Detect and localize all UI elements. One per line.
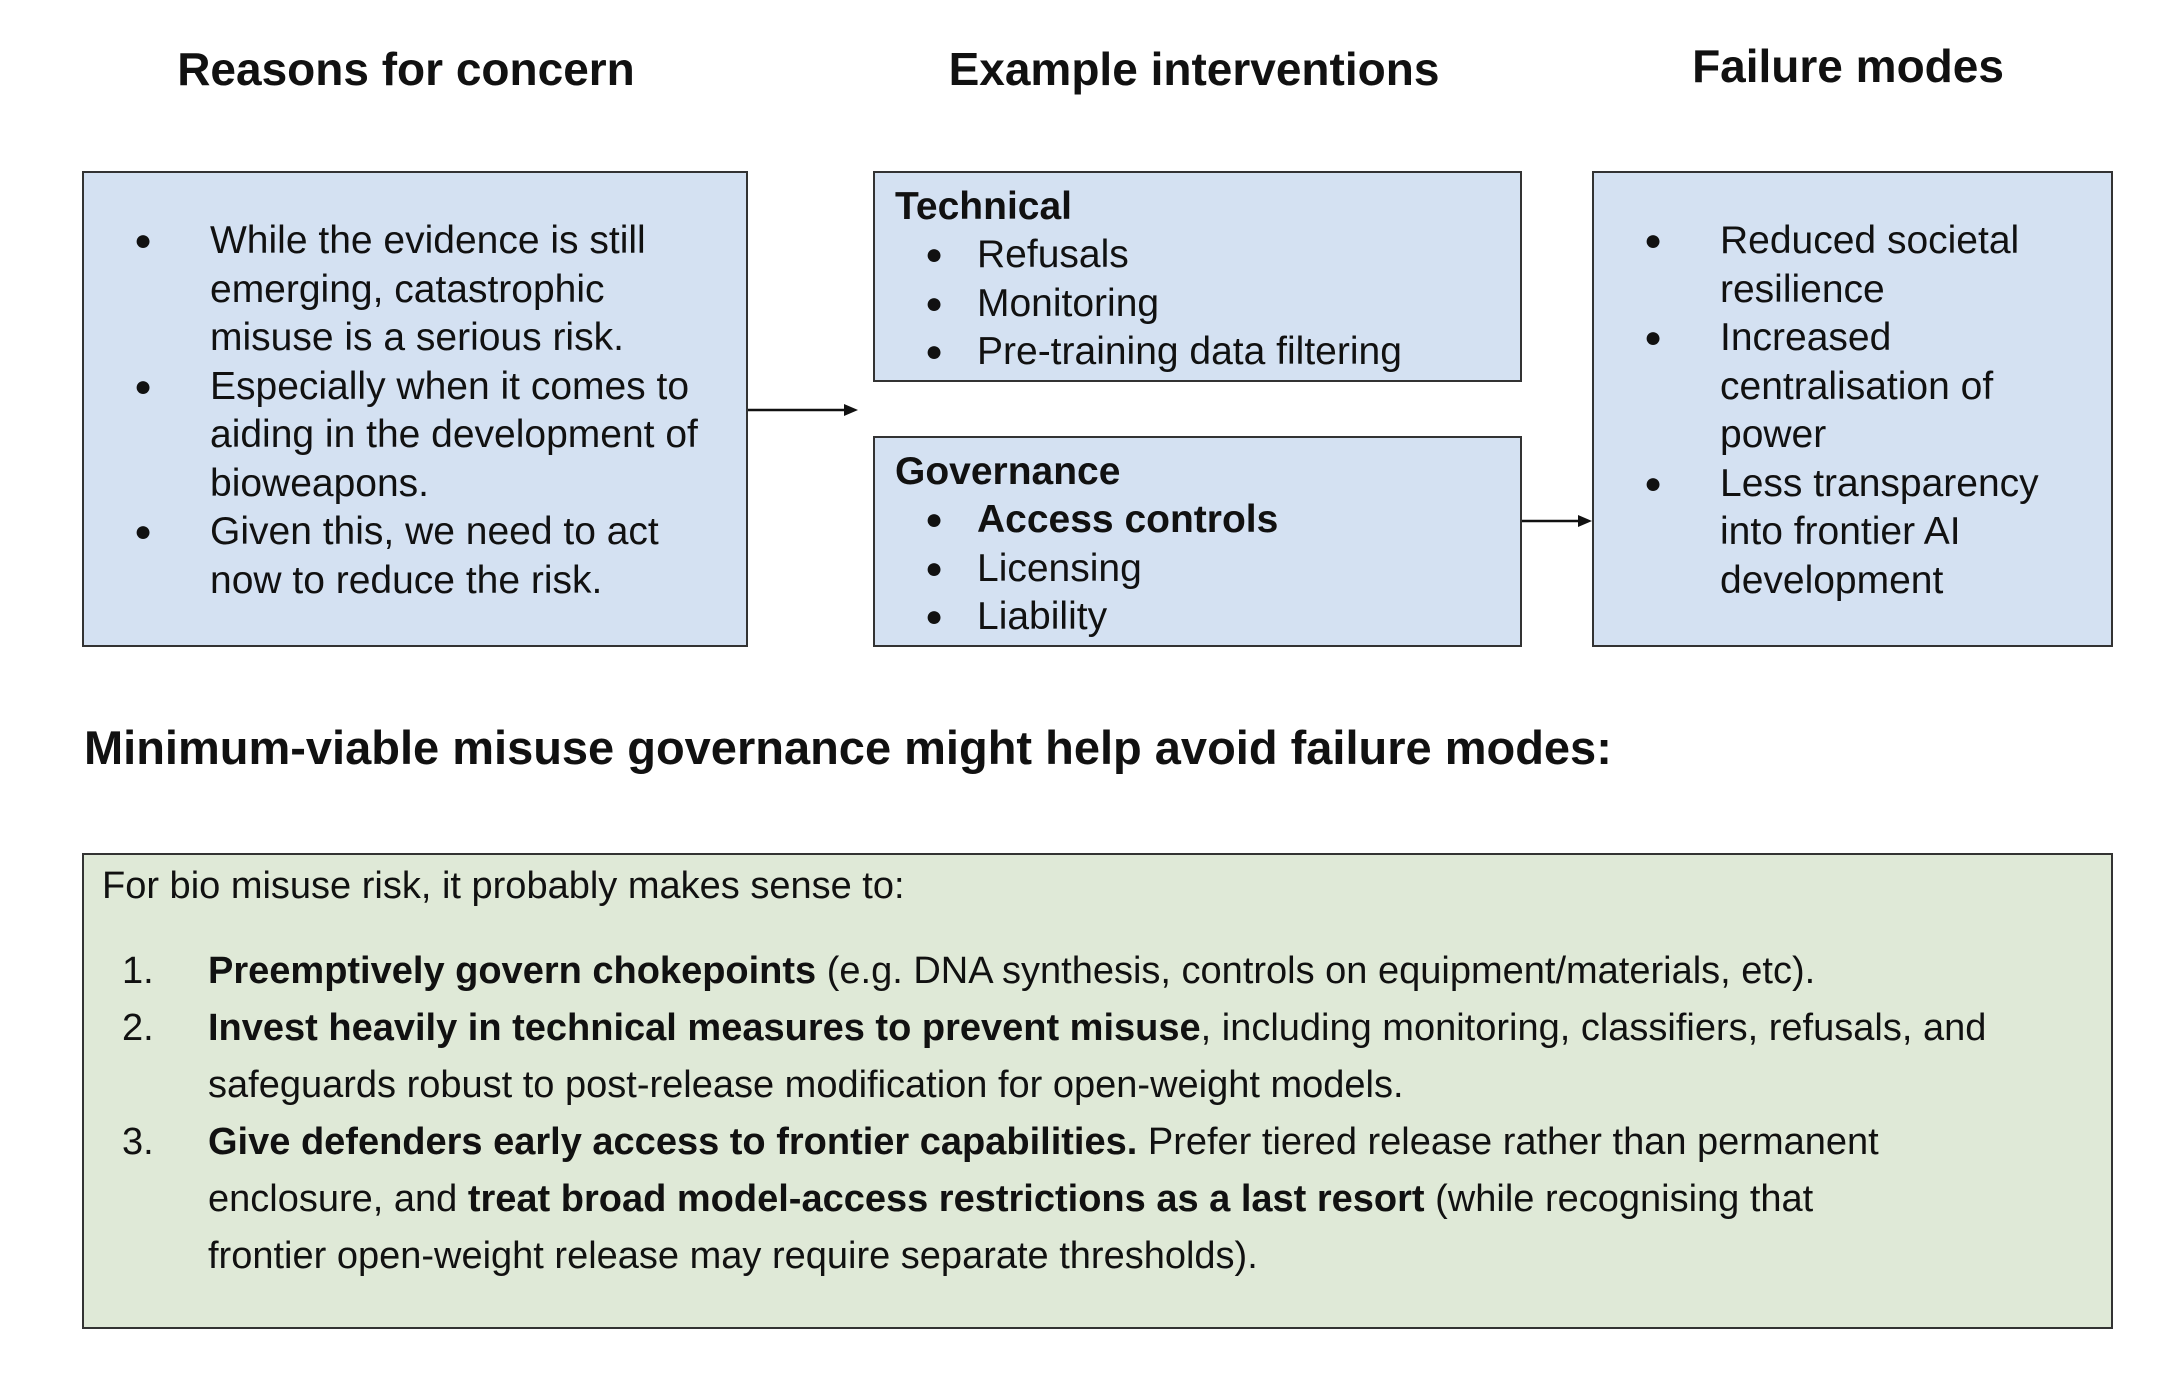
failure-item: ● Increased centralisation of power bbox=[1594, 314, 2094, 460]
technical-list: ● Refusals ● Monitoring ● Pre-training d… bbox=[875, 231, 1515, 377]
concern-item-text: Especially when it comes to aiding in th… bbox=[210, 364, 698, 505]
concern-item: ● Given this, we need to act now to redu… bbox=[84, 508, 734, 605]
bullet-dot: ● bbox=[1644, 224, 1663, 257]
bullet-dot: ● bbox=[1644, 466, 1663, 500]
bullet-dot: ● bbox=[134, 224, 153, 257]
bullet-dot: ● bbox=[925, 600, 944, 633]
failure-list: ● Reduced societal resilience ● Increase… bbox=[1594, 217, 2094, 605]
bullet-dot: ● bbox=[925, 335, 944, 368]
recommendation-text: Prefer tiered release rather than perman… bbox=[208, 1121, 1879, 1220]
technical-item: ● Monitoring bbox=[875, 280, 1515, 329]
bullet-dot: ● bbox=[134, 515, 153, 548]
failure-item-text: Less transparency into frontier AI devel… bbox=[1720, 461, 2039, 602]
failure-item: ● Reduced societal resilience bbox=[1594, 217, 2094, 314]
governance-box: Governance ● Access controls ● Licensing… bbox=[873, 436, 1522, 647]
governance-item-text: Licensing bbox=[977, 546, 1142, 590]
recommendation-bold: treat broad model-access restrictions as… bbox=[467, 1178, 1425, 1220]
bullet-dot: ● bbox=[134, 369, 153, 403]
bullet-dot: ● bbox=[925, 503, 944, 536]
governance-item-text: Liability bbox=[977, 595, 1108, 638]
bullet-dot: ● bbox=[925, 286, 944, 320]
recommendation-text: (while recognising that frontier open-we… bbox=[208, 1178, 1814, 1277]
technical-box: Technical ● Refusals ● Monitoring ● Pre-… bbox=[873, 171, 1522, 382]
recommendation-item: 2. Invest heavily in technical measures … bbox=[102, 1000, 2102, 1114]
arrow-governance-to-failure bbox=[1522, 515, 1592, 527]
bullet-dot: ● bbox=[925, 551, 944, 585]
recommendation-number: 1. bbox=[122, 950, 154, 992]
heading-example-interventions: Example interventions bbox=[948, 43, 1440, 95]
bullet-dot: ● bbox=[925, 238, 944, 271]
recommendation-number: 2. bbox=[122, 1007, 154, 1049]
concern-item-text: Given this, we need to act now to reduce… bbox=[210, 510, 659, 602]
technical-item: ● Refusals bbox=[875, 231, 1515, 280]
concern-box: ● While the evidence is still emerging, … bbox=[82, 171, 748, 647]
bullet-dot: ● bbox=[1644, 321, 1663, 354]
recommendation-number: 3. bbox=[122, 1121, 154, 1163]
governance-list: ● Access controls ● Licensing ● Liabilit… bbox=[875, 496, 1515, 642]
recommendations-intro: For bio misuse risk, it probably makes s… bbox=[102, 865, 905, 907]
technical-item: ● Pre-training data filtering bbox=[875, 328, 1515, 377]
recommendation-bold: Preemptively govern chokepoints bbox=[208, 950, 817, 992]
governance-item-text: Access controls bbox=[977, 498, 1279, 541]
failure-box: ● Reduced societal resilience ● Increase… bbox=[1592, 171, 2113, 647]
governance-item: ● Liability bbox=[875, 593, 1515, 642]
heading-failure-modes: Failure modes bbox=[1692, 40, 2004, 92]
failure-item: ● Less transparency into frontier AI dev… bbox=[1594, 460, 2094, 606]
recommendation-text: , including monitoring, classifiers, ref… bbox=[208, 1007, 1987, 1106]
concern-item-text: While the evidence is still emerging, ca… bbox=[210, 219, 646, 359]
recommendation-bold: Give defenders early access to frontier … bbox=[208, 1121, 1138, 1163]
governance-item: ● Access controls bbox=[875, 496, 1515, 545]
heading-reasons-for-concern: Reasons for concern bbox=[177, 43, 635, 95]
summary-heading: Minimum-viable misuse governance might h… bbox=[84, 721, 1612, 774]
technical-item-text: Pre-training data filtering bbox=[977, 330, 1402, 373]
failure-item-text: Increased centralisation of power bbox=[1720, 316, 1994, 456]
recommendation-text: (e.g. DNA synthesis, controls on equipme… bbox=[816, 950, 1816, 992]
recommendation-item: 3. Give defenders early access to fronti… bbox=[102, 1114, 2102, 1285]
concern-list: ● While the evidence is still emerging, … bbox=[84, 217, 734, 605]
recommendation-item: 1. Preemptively govern chokepoints (e.g.… bbox=[102, 943, 2102, 1000]
arrow-concern-to-interventions bbox=[748, 404, 858, 416]
concern-item: ● Especially when it comes to aiding in … bbox=[84, 363, 734, 509]
governance-title: Governance bbox=[895, 450, 1121, 493]
technical-item-text: Refusals bbox=[977, 233, 1129, 276]
governance-item: ● Licensing bbox=[875, 545, 1515, 594]
recommendations-list: 1. Preemptively govern chokepoints (e.g.… bbox=[102, 943, 2102, 1285]
concern-item: ● While the evidence is still emerging, … bbox=[84, 217, 734, 363]
technical-title: Technical bbox=[895, 185, 1073, 228]
technical-item-text: Monitoring bbox=[977, 281, 1160, 325]
recommendations-box bbox=[82, 853, 2113, 1329]
recommendation-bold: Invest heavily in technical measures to … bbox=[208, 1007, 1201, 1049]
failure-item-text: Reduced societal resilience bbox=[1720, 219, 2020, 311]
